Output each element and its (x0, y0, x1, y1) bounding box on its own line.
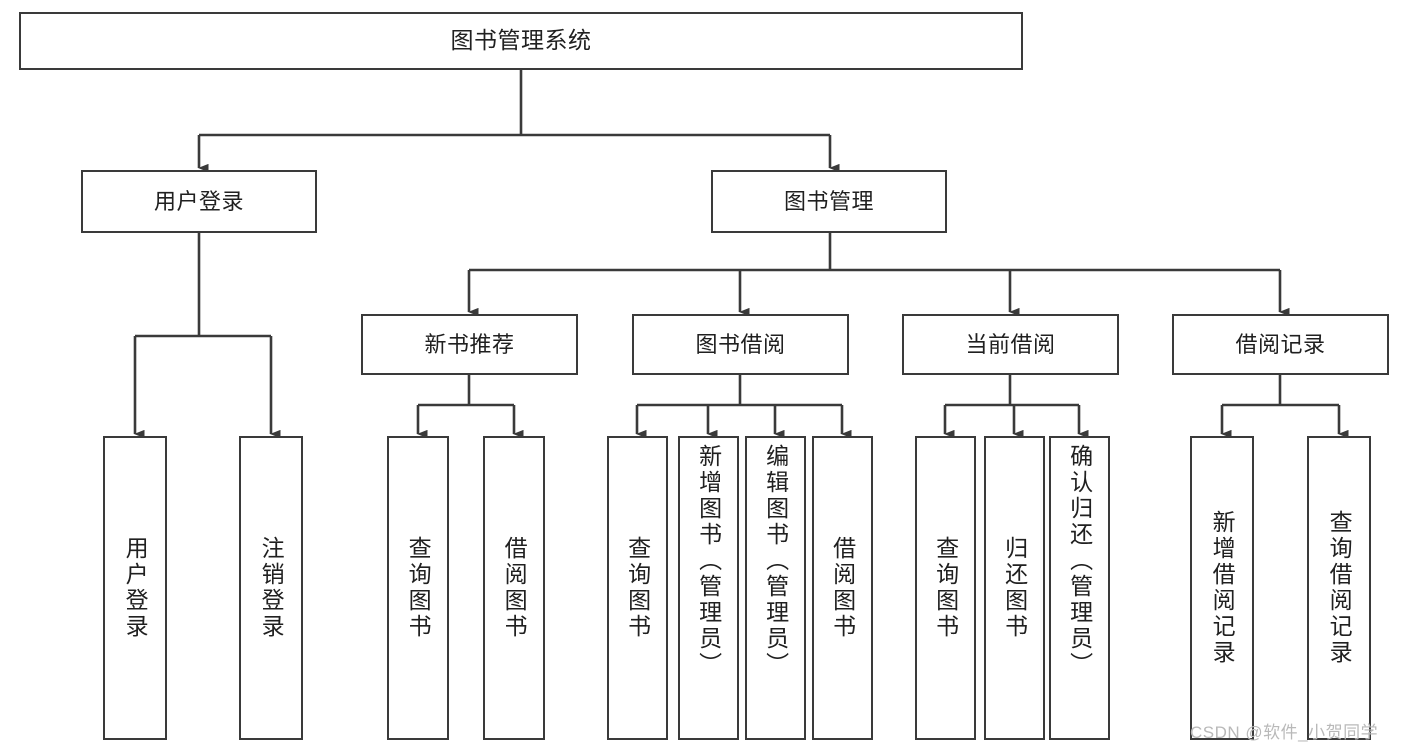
node-leaf-query-book-3-label: 查询图书 (932, 536, 959, 640)
node-current-borrow[interactable]: 当前借阅 (902, 314, 1119, 375)
node-leaf-query-book-3[interactable]: 查询图书 (915, 436, 976, 740)
node-user-login-label: 用户登录 (153, 188, 244, 214)
node-leaf-query-book-2-label: 查询图书 (624, 536, 651, 640)
node-book-borrow[interactable]: 图书借阅 (632, 314, 849, 375)
node-leaf-add-record-label: 新增借阅记录 (1209, 510, 1236, 666)
node-borrow-record[interactable]: 借阅记录 (1172, 314, 1389, 375)
node-leaf-query-record-label: 查询借阅记录 (1326, 510, 1353, 666)
node-book-manage-label: 图书管理 (783, 188, 874, 214)
node-leaf-add-book-label: 新增图书（管理员） (695, 444, 722, 678)
node-book-borrow-label: 图书借阅 (695, 331, 786, 357)
node-leaf-edit-book-label: 编辑图书（管理员） (762, 444, 789, 678)
node-leaf-borrow-book-2-label: 借阅图书 (829, 536, 856, 640)
node-leaf-confirm-return[interactable]: 确认归还（管理员） (1049, 436, 1110, 740)
node-root-label: 图书管理系统 (450, 27, 592, 54)
node-leaf-borrow-book-1[interactable]: 借阅图书 (483, 436, 545, 740)
node-leaf-user-login-label: 用户登录 (122, 536, 149, 640)
node-leaf-edit-book[interactable]: 编辑图书（管理员） (745, 436, 806, 740)
node-borrow-record-label: 借阅记录 (1235, 331, 1326, 357)
node-leaf-confirm-return-label: 确认归还（管理员） (1066, 444, 1093, 678)
node-root[interactable]: 图书管理系统 (19, 12, 1023, 70)
node-leaf-query-book-1[interactable]: 查询图书 (387, 436, 449, 740)
node-leaf-query-book-1-label: 查询图书 (405, 536, 432, 640)
node-leaf-query-record[interactable]: 查询借阅记录 (1307, 436, 1371, 740)
node-leaf-return-book-label: 归还图书 (1001, 536, 1028, 640)
node-leaf-query-book-2[interactable]: 查询图书 (607, 436, 668, 740)
node-leaf-add-record[interactable]: 新增借阅记录 (1190, 436, 1254, 740)
node-current-borrow-label: 当前借阅 (965, 331, 1056, 357)
node-leaf-logout[interactable]: 注销登录 (239, 436, 303, 740)
node-book-manage[interactable]: 图书管理 (711, 170, 947, 233)
csdn-watermark: CSDN @软件_小贺同学 (1190, 723, 1379, 742)
node-leaf-borrow-book-1-label: 借阅图书 (501, 536, 528, 640)
node-leaf-user-login[interactable]: 用户登录 (103, 436, 167, 740)
node-leaf-logout-label: 注销登录 (258, 536, 285, 640)
node-user-login[interactable]: 用户登录 (81, 170, 317, 233)
node-leaf-borrow-book-2[interactable]: 借阅图书 (812, 436, 873, 740)
node-leaf-add-book[interactable]: 新增图书（管理员） (678, 436, 739, 740)
node-leaf-return-book[interactable]: 归还图书 (984, 436, 1045, 740)
node-new-book-rec-label: 新书推荐 (424, 331, 515, 357)
node-new-book-rec[interactable]: 新书推荐 (361, 314, 578, 375)
